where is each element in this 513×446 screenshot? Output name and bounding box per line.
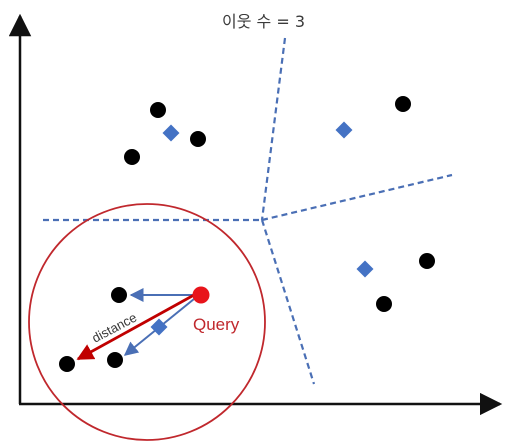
data-point [124, 149, 140, 165]
diagram-title: 이웃 수 = 3 [222, 12, 305, 31]
centroid-diamond-icon [162, 124, 180, 142]
boundary-line-bottom [260, 219, 316, 385]
distance-arrow [76, 293, 195, 361]
data-point [395, 96, 411, 112]
centroid-diamond-icon [335, 121, 353, 139]
neighborhood-circle [28, 203, 266, 441]
data-point [150, 102, 166, 118]
boundary-line-top [260, 37, 287, 221]
boundary-line-right [261, 173, 453, 222]
data-point [107, 352, 123, 368]
data-point [419, 253, 435, 269]
data-point [111, 287, 127, 303]
data-point [59, 356, 75, 372]
data-point [376, 296, 392, 312]
data-point [190, 131, 206, 147]
query-label: Query [193, 315, 240, 334]
query-point [192, 286, 210, 304]
centroid-diamond-icon [356, 260, 374, 278]
